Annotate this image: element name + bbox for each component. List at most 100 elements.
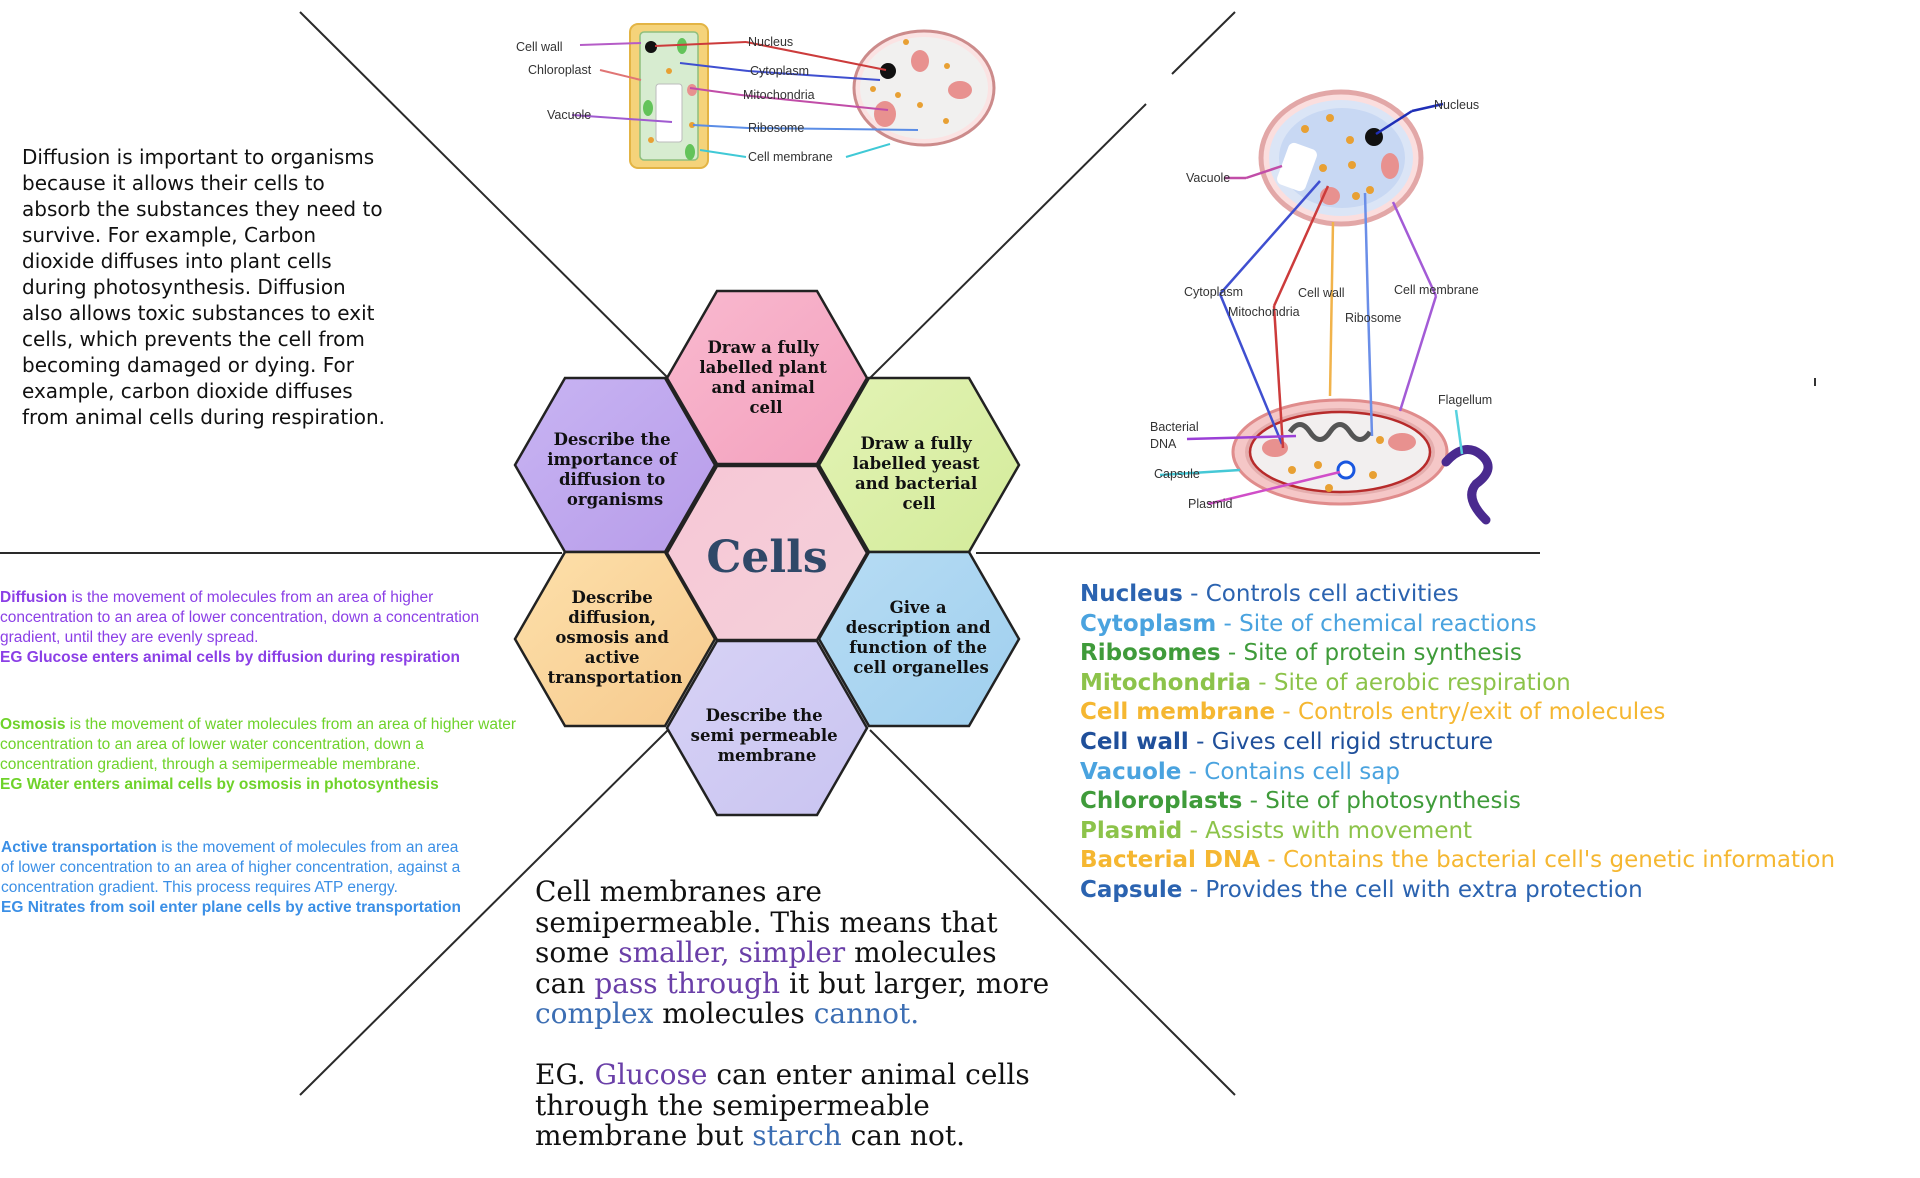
yeast-bacterial-cell-diagram: Nucleus Vacuole Cytoplasm Mitochondria C… [1150,89,1493,525]
hex-top [665,289,869,466]
organelle-function: - Site of photosynthesis [1242,788,1521,815]
organelle-function: - Site of chemical reactions [1216,610,1537,637]
organelle-row: Cell membrane - Controls entry/exit of m… [1080,698,1835,728]
organelle-name: Capsule [1080,876,1183,903]
diffusion-example: EG Glucose enters animal cells by diffus… [0,649,460,666]
plant-cytoplasm-label: Cytoplasm [750,64,809,78]
yeast-cell-wall-label: Cell wall [1298,286,1345,300]
diffusion-importance-text: Diffusion is important to organisms beca… [22,145,386,429]
plant-vacuole-label: Vacuole [547,108,591,122]
organelle-function: - Controls cell activities [1182,581,1459,607]
osmosis-term: Osmosis [0,716,66,733]
hex-upper-right-label: Draw a fully labelled yeast and bacteria… [853,434,986,513]
yeast-vacuole-label: Vacuole [1186,171,1230,185]
hex-lower-left-label: Describe diffusion, osmosis and active t… [548,588,683,687]
organelle-name: Mitochondria [1080,669,1251,696]
organelle-name: Plasmid [1080,817,1183,844]
yeast-cytoplasm-label: Cytoplasm [1184,285,1243,299]
hexagon-cluster [513,289,1021,817]
bacteria-dna-label-2: DNA [1150,437,1177,451]
hex-upper-left-label: Describe the importance of diffusion to … [547,430,682,509]
center-title: Cells [706,532,827,583]
hex-top-label: Draw a fully labelled plant and animal c… [699,338,832,417]
organelle-row: Cell wall - Gives cell rigid structure [1080,728,1835,758]
plant-nucleus-label: Nucleus [748,35,793,49]
yeast-nucleus-label: Nucleus [1434,98,1479,112]
text-run: EG. [535,1057,595,1091]
osmosis-explanation: is the movement of water molecules from … [0,716,517,773]
organelle-name: Cytoplasm [1080,610,1217,637]
organelle-name: Ribosomes [1080,640,1221,667]
divider-lines [0,11,1540,1096]
organelle-function: - Site of protein synthesis [1220,640,1522,667]
active-explanation: is the movement of molecules from an are… [1,839,461,896]
osmosis-def-text: Osmosis is the movement of water molecul… [0,715,520,775]
organelle-function: - Controls entry/exit of molecules [1275,699,1666,726]
semipermeable-example: EG. Glucose can enter animal cells throu… [535,1057,1055,1153]
organelle-row: Mitochondria - Site of aerobic respirati… [1080,669,1835,699]
active-def-text: Active transportation is the movement of… [1,838,461,898]
plant-cell-wall-label: Cell wall [516,40,563,54]
text-run: molecules can [535,936,997,1000]
active-example: EG Nitrates from soil enter plane cells … [1,899,461,916]
text-run: can not. [841,1119,965,1153]
organelle-function: - Gives cell rigid structure [1188,728,1493,755]
organelle-row: Chloroplasts - Site of photosynthesis [1080,787,1835,817]
semipermeable-paragraph: Cell membranes are semipermeable. This m… [535,875,1055,1031]
organelle-function: - Provides the cell with extra protectio… [1182,876,1643,903]
organelle-function: - Contains the bacterial cell's genetic … [1260,847,1836,874]
organelle-row: Nucleus - Controls cell activities [1080,580,1835,610]
organelle-name: Nucleus [1080,581,1183,607]
yeast-cell-membrane-label: Cell membrane [1394,283,1479,297]
osmosis-definition: Osmosis is the movement of water molecul… [0,715,520,795]
bacteria-capsule-label: Capsule [1154,467,1200,481]
plant-animal-cell-diagram: Cell wall Chloroplast Vacuole Nucleus Cy… [516,23,996,169]
organelle-function: - Assists with movement [1182,817,1473,844]
organelle-row: Ribosomes - Site of protein synthesis [1080,639,1835,669]
plant-chloroplast-label: Chloroplast [528,63,592,77]
plant-cell-membrane-label: Cell membrane [748,150,833,164]
plant-mitochondria-label: Mitochondria [743,88,815,102]
text-run: smaller, simpler [618,936,846,970]
organelle-name: Chloroplasts [1080,788,1243,815]
osmosis-example: EG Water enters animal cells by osmosis … [0,776,439,793]
organelle-row: Bacterial DNA - Contains the bacterial c… [1080,846,1835,876]
active-transport-definition: Active transportation is the movement of… [1,838,461,918]
organelle-name: Bacterial DNA [1080,847,1261,874]
diffusion-definition: Diffusion is the movement of molecules f… [0,588,480,668]
text-run: molecules [653,997,814,1031]
organelle-function: - Contains cell sap [1181,758,1400,785]
organelle-name: Cell wall [1080,728,1189,755]
hex-bottom-label: Describe the semi permeable membrane [691,706,844,765]
bacteria-flagellum-label: Flagellum [1438,393,1492,407]
organelle-row: Cytoplasm - Site of chemical reactions [1080,610,1835,640]
hex-lower-right-label: Give a description and function of the c… [846,598,996,677]
organelle-function: - Site of aerobic respiration [1250,669,1571,696]
active-term: Active transportation [1,839,157,856]
hex-center [665,464,869,642]
diffusion-term: Diffusion [0,589,68,606]
diffusion-def-text: Diffusion is the movement of molecules f… [0,588,480,648]
organelle-name: Vacuole [1080,758,1182,785]
diffusion-explanation: is the movement of molecules from an are… [0,589,480,646]
text-run: starch [752,1119,842,1153]
text-run: cannot. [813,997,920,1031]
semipermeable-text: Cell membranes are semipermeable. This m… [535,875,1055,1153]
text-run: complex [535,997,654,1031]
hex-lower-left [513,550,717,728]
text-run: pass through [594,966,781,1000]
text-run: can enter animal cells through the semip… [535,1057,1030,1153]
text-run: Glucose [594,1057,708,1091]
text-run: Cell membranes are semipermeable. This m… [535,875,998,970]
bacteria-dna-label-1: Bacterial [1150,420,1199,434]
plant-ribosome-label: Ribosome [748,121,804,135]
organelle-row: Plasmid - Assists with movement [1080,817,1835,847]
organelle-row: Capsule - Provides the cell with extra p… [1080,876,1835,906]
yeast-ribosome-label: Ribosome [1345,311,1401,325]
organelle-row: Vacuole - Contains cell sap [1080,758,1835,788]
organelle-name: Cell membrane [1080,699,1276,726]
text-run: it but larger, more [780,966,1050,1000]
